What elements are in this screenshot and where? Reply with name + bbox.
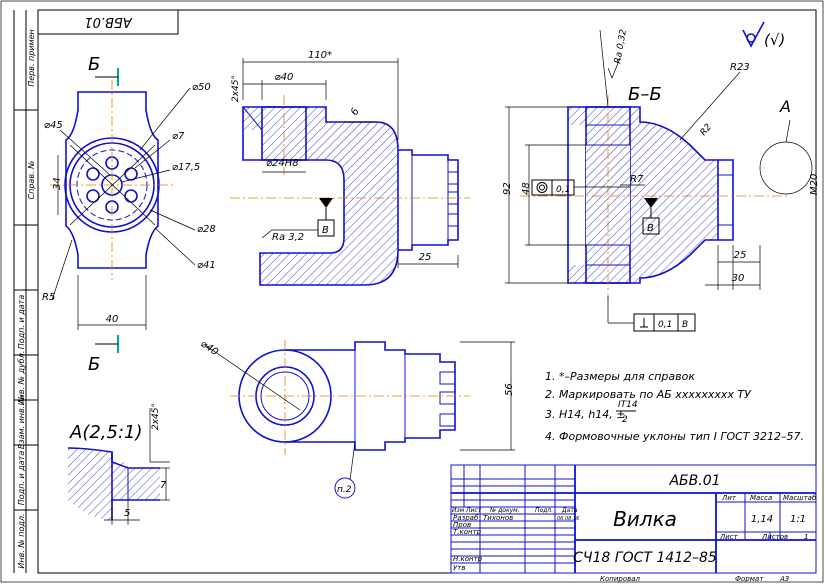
svg-text:Подп. и дата: Подп. и дата [17,451,26,506]
svg-text:25: 25 [734,250,747,261]
svg-text:Лист: Лист [719,533,739,541]
svg-text:2: 2 [622,415,628,425]
svg-text:06.08.16: 06.08.16 [557,516,579,522]
svg-text:56: 56 [504,383,515,396]
svg-text:⌀40: ⌀40 [198,338,220,358]
svg-text:92: 92 [502,182,513,195]
svg-text:Ra 0,32: Ra 0,32 [613,28,629,64]
title-block: Изм Лист № докум. Подп. Дата Разраб Тихо… [450,464,817,583]
svg-text:Формат: Формат [735,575,764,583]
svg-text:В: В [682,320,688,330]
svg-text:В: В [647,223,654,234]
svg-text:3. Н14, h14, ±: 3. Н14, h14, ± [545,408,625,421]
svg-text:7: 7 [160,480,167,491]
svg-text:5: 5 [124,508,130,519]
svg-text:0,1: 0,1 [556,185,570,195]
svg-text:А3: А3 [779,575,789,583]
svg-text:Н.контр: Н.контр [453,555,483,563]
svg-text:А(2,5:1): А(2,5:1) [69,422,143,443]
svg-text:6: 6 [349,106,362,117]
svg-text:⌀45: ⌀45 [44,120,63,131]
svg-text:⌀24Н8: ⌀24Н8 [266,158,299,169]
svg-text:АБВ.01: АБВ.01 [84,14,132,29]
svg-text:Лит: Лит [721,494,737,502]
technical-notes: 1. *–Размеры для справок 2. Маркировать … [545,370,804,443]
svg-text:№ докум.: № докум. [489,507,520,514]
svg-text:1: 1 [804,533,808,541]
svg-text:48: 48 [521,182,532,195]
svg-text:R2: R2 [699,122,715,138]
svg-text:Пров: Пров [453,521,471,529]
svg-text:R7: R7 [630,174,644,185]
svg-text:В: В [322,225,329,236]
svg-text:30: 30 [732,273,745,284]
section-b-b: Б–Б А Ra 0,32 R23 R2 R7 92 48 0,1 В М20 [502,28,820,332]
svg-text:Копировал: Копировал [600,575,641,583]
svg-text:⌀17,5: ⌀17,5 [172,162,200,173]
svg-text:25: 25 [419,252,432,263]
svg-text:40: 40 [106,314,119,325]
svg-text:Масштаб: Масштаб [783,494,817,502]
svg-text:Листов: Листов [761,533,788,541]
svg-text:IT14: IT14 [618,400,638,410]
svg-text:Подп.: Подп. [535,507,553,514]
svg-text:Перв. примен: Перв. примен [27,29,36,87]
svg-text:4. Формовочные уклоны тип I ГО: 4. Формовочные уклоны тип I ГОСТ 3212–57… [545,430,804,443]
svg-text:1:1: 1:1 [790,514,806,525]
front-view: 110* ⌀40 2х45° 6 ⌀24Н8 Ra 3,2 В 25 [230,50,470,286]
top-stamp: АБВ.01 [37,9,179,35]
svg-text:Взам. инв. №: Взам. инв. № [17,395,26,449]
svg-text:Справ. №: Справ. № [27,161,36,200]
left-strip: Перв. примен Справ. № Подп. и дата Инв. … [13,10,38,573]
svg-text:Лист: Лист [465,507,482,514]
detail-a: А(2,5:1) 2х45° 7 5 [67,403,170,525]
svg-text:Масса: Масса [750,494,772,502]
svg-text:R23: R23 [730,62,750,73]
svg-text:Б–Б: Б–Б [628,84,662,105]
svg-text:Инв. № дубл.: Инв. № дубл. [17,351,26,406]
svg-text:2. Маркировать по АБ ххххххххх: 2. Маркировать по АБ ххххххххх ТУ [545,388,752,401]
drawing-frame [37,9,817,574]
svg-text:⌀50: ⌀50 [192,82,211,93]
svg-text:Разраб: Разраб [453,514,479,522]
svg-text:2х45°: 2х45° [231,75,241,102]
svg-text:1,14: 1,14 [751,514,773,525]
svg-text:Инв. № подл.: Инв. № подл. [17,513,26,568]
svg-text:п.2: п.2 [337,485,352,495]
svg-text:0,1: 0,1 [658,320,672,330]
svg-text:R5: R5 [42,292,55,303]
svg-text:Тихонов: Тихонов [483,514,513,522]
svg-text:Дата: Дата [561,507,578,514]
svg-text:Вилка: Вилка [613,507,677,531]
svg-text:М20: М20 [809,174,820,195]
svg-text:⌀40: ⌀40 [275,72,294,83]
svg-text:⌀7: ⌀7 [172,131,185,142]
svg-text:СЧ18 ГОСТ 1412–85: СЧ18 ГОСТ 1412–85 [573,550,717,566]
svg-text:Подп. и дата: Подп. и дата [17,295,26,350]
svg-text:Изм: Изм [452,507,465,514]
svg-text:⌀28: ⌀28 [197,224,216,235]
svg-text:1. *–Размеры для справок: 1. *–Размеры для справок [545,370,695,383]
svg-text:(√): (√) [764,31,785,49]
svg-text:Утв: Утв [453,564,465,572]
svg-text:110*: 110* [308,50,332,61]
svg-text:2х45°: 2х45° [151,403,161,430]
top-view: ⌀40 п.2 56 [198,338,515,499]
svg-text:АБВ.01: АБВ.01 [668,473,720,489]
svg-text:Б: Б [88,354,100,375]
roughness-general-symbol: (√) [742,21,785,49]
svg-text:Т.контр: Т.контр [453,528,482,536]
svg-text:⌀41: ⌀41 [197,260,216,271]
svg-text:А: А [779,97,791,116]
svg-text:Ra 3,2: Ra 3,2 [272,232,304,243]
end-view: Б Б 40 34 R5 ⌀45 ⌀50 ⌀7 ⌀17,5 ⌀28 ⌀41 [42,54,216,375]
svg-text:34: 34 [52,177,63,190]
svg-text:Б: Б [88,54,100,75]
